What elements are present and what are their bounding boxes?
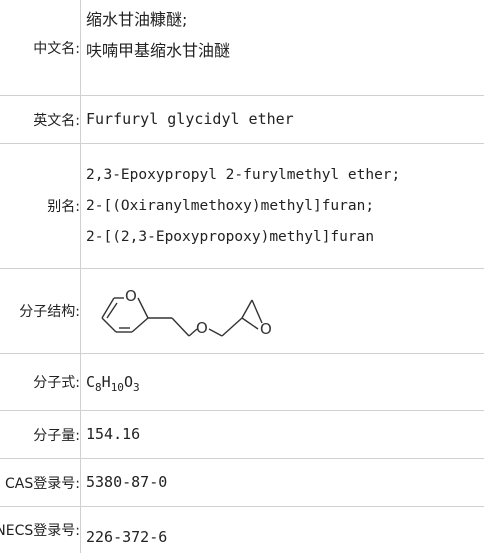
epoxide-bond (251, 299, 263, 324)
value-einecs: 226-372-6 (86, 507, 484, 555)
value-chinese-name: 缩水甘油糠醚; 呋喃甲基缩水甘油醚 (86, 0, 484, 99)
formula-count-c: 8 (95, 380, 102, 394)
formula-count-o: 3 (132, 380, 140, 394)
formula-count-h: 10 (110, 380, 124, 394)
column-divider (80, 144, 81, 268)
column-divider (80, 269, 81, 353)
label-einecs-text: EINECS登录号: (0, 523, 80, 539)
label-cas: CAS登录号: (0, 459, 80, 506)
row-alias: 别名: 2,3-Epoxypropyl 2-furylmethyl ether;… (0, 144, 484, 269)
row-cas: CAS登录号: 5380-87-0 (0, 459, 484, 507)
label-cas-text: CAS登录号: (5, 475, 80, 492)
epoxide-bond (241, 299, 253, 319)
value-cas: 5380-87-0 (86, 459, 484, 506)
column-divider (80, 507, 81, 553)
value-english-name: Furfuryl glycidyl ether (86, 96, 484, 143)
label-structure: 分子结构: (0, 269, 80, 353)
furan-double-bond (106, 302, 118, 319)
row-einecs: EINECS登录号: 226-372-6 (0, 507, 484, 553)
row-structure: 分子结构: (0, 269, 484, 354)
cas-number-text: 5380-87-0 (86, 473, 168, 491)
formula-element-c: C (86, 372, 96, 391)
molecular-formula: C8H10O3 (86, 367, 484, 398)
molecular-weight-text: 154.16 (86, 425, 141, 443)
furan-bond (101, 317, 117, 333)
row-formula: 分子式: C8H10O3 (0, 354, 484, 411)
row-molecular-weight: 分子量: 154.16 (0, 411, 484, 459)
alias-line-3: 2-[(2,3-Epoxypropoxy)methyl]furan (86, 228, 375, 245)
chain-bond (171, 317, 190, 337)
label-molecular-weight: 分子量: (33, 427, 80, 444)
chain-bond (208, 328, 223, 337)
alias-line-1: 2,3-Epoxypropyl 2-furylmethyl ether; (86, 166, 401, 183)
chain-bond (188, 328, 198, 337)
chinese-name-line-1: 缩水甘油糠醚; (86, 10, 188, 29)
label-alias: 别名: (47, 199, 80, 215)
english-name-text: Furfuryl glycidyl ether (86, 110, 294, 128)
column-divider (80, 411, 81, 458)
epoxide-oxygen-atom: O (260, 320, 272, 338)
einecs-number-text: 226-372-6 (86, 528, 168, 546)
formula-element-h: H (101, 372, 111, 391)
epoxide-bond (241, 317, 259, 330)
value-alias: 2,3-Epoxypropyl 2-furylmethyl ether; 2-[… (86, 144, 484, 268)
furan-oxygen-atom: O (125, 287, 137, 305)
furan-bond (137, 297, 149, 319)
label-structure-text: 分子结构: (19, 304, 80, 320)
chain-bond (221, 317, 243, 337)
label-einecs: EINECS登录号: (0, 507, 80, 553)
alias-line-2: 2-[(Oxiranylmethoxy)methyl]furan; (86, 197, 375, 214)
label-chinese-name: 中文名: (33, 40, 80, 57)
column-divider (80, 459, 81, 506)
value-molecular-weight: 154.16 (86, 411, 484, 458)
row-chinese-name: 中文名: 缩水甘油糠醚; 呋喃甲基缩水甘油醚 (0, 0, 484, 96)
row-english-name: 英文名: Furfuryl glycidyl ether (0, 96, 484, 144)
molecular-structure-image: O O O (101, 287, 272, 338)
formula-element-o: O (123, 372, 133, 391)
chinese-name-line-2: 呋喃甲基缩水甘油醚 (86, 41, 231, 60)
column-divider (80, 96, 81, 143)
furan-bond (131, 317, 149, 333)
furan-bond (101, 297, 115, 319)
column-divider (80, 354, 81, 410)
value-formula: C8H10O3 (86, 354, 484, 410)
column-divider (80, 0, 81, 95)
label-formula: 分子式: (33, 375, 80, 391)
label-english-name: 英文名: (33, 112, 80, 129)
ether-oxygen-atom: O (196, 319, 208, 337)
